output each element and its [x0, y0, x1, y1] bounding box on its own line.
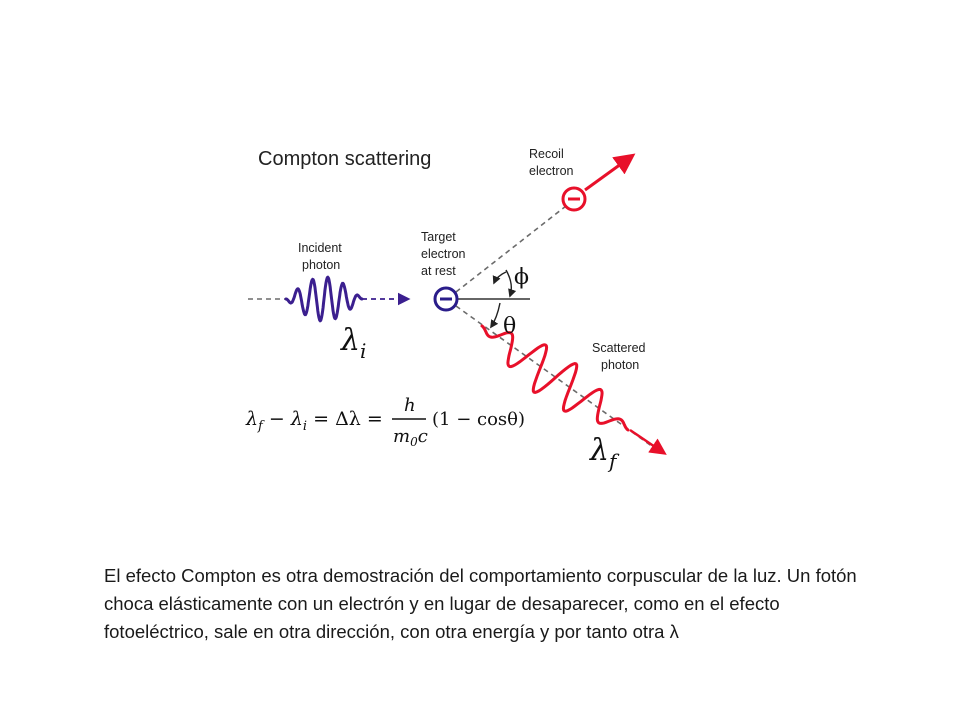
scattered-arrow — [629, 429, 667, 455]
formula-minus-lambda: − λ — [263, 408, 303, 430]
recoil-electron-label: Recoil electron — [529, 147, 574, 178]
formula-rhs: (1 − cosθ) — [432, 409, 525, 430]
formula-lhs: λf − λi = Δλ = — [245, 408, 383, 434]
formula-numerator: h — [404, 395, 416, 416]
lambda-i: λi — [340, 323, 366, 363]
incident-label-line-1: Incident — [298, 241, 342, 255]
lambda-f-subscript: f — [607, 449, 620, 473]
scattered-label-line-1: Scattered — [592, 341, 646, 355]
target-electron-label: Target electron at rest — [421, 230, 469, 278]
theta-symbol: θ — [503, 314, 516, 339]
phi-symbol: ϕ — [514, 265, 529, 290]
theta-angle-arc — [490, 302, 501, 329]
lambda-i-subscript: i — [360, 339, 366, 363]
formula-lambda-f: λ — [245, 408, 258, 430]
incident-photon-label: Incident photon — [298, 241, 345, 272]
formula-sub-i: i — [303, 419, 307, 434]
phi-angle-arc — [505, 269, 517, 298]
phi-angle-arc-upper — [492, 271, 507, 285]
formula-denominator: m0c — [393, 426, 428, 449]
lambda-f: λf — [589, 433, 620, 473]
recoil-dashed-line — [455, 205, 567, 293]
recoil-arrow — [584, 153, 636, 192]
lambda-i-symbol: λ — [340, 323, 360, 358]
formula-den-sub: 0 — [410, 435, 418, 449]
formula-equals-delta: = Δλ = — [307, 408, 383, 430]
recoil-label-line-1: Recoil — [529, 147, 564, 161]
target-label-line-2: electron — [421, 247, 466, 261]
scattered-photon-wave — [480, 324, 630, 432]
lambda-f-symbol: λ — [589, 433, 609, 468]
target-label-line-1: Target — [421, 230, 456, 244]
caption-text: El efecto Compton es otra demostración d… — [104, 565, 857, 642]
incident-label-line-2: photon — [302, 258, 340, 272]
scattered-label-line-2: photon — [601, 358, 639, 372]
formula-sub-f: f — [257, 419, 265, 434]
recoil-label-line-2: electron — [529, 164, 574, 178]
diagram-title: Compton scattering — [258, 148, 431, 170]
target-label-line-3: at rest — [421, 264, 456, 278]
formula-den-m: m — [393, 426, 410, 447]
incident-photon-wave — [284, 275, 364, 323]
scattered-photon-label: Scattered photon — [592, 341, 649, 372]
formula-den-c: c — [418, 426, 428, 447]
compton-formula: λf − λi = Δλ = h m0c (1 − cosθ) — [245, 395, 525, 449]
